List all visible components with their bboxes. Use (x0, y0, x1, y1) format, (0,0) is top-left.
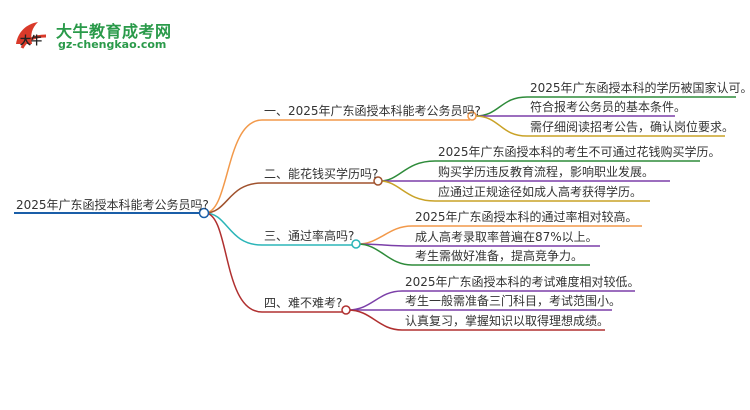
branch2-leaf3: 应通过正规途径如成人高考获得学历。 (438, 185, 643, 199)
branch2-leaf2: 购买学历违反教育流程，影响职业发展。 (438, 165, 655, 179)
root-topic: 2025年广东函授本科能考公务员吗? (16, 198, 209, 212)
connector-root-branch4 (204, 212, 342, 313)
branch4-label: 四、难不难考? (264, 296, 343, 310)
branch3-label: 三、通过率高吗? (264, 229, 355, 243)
connector-b1-leaf3 (474, 115, 725, 137)
node-root (198, 207, 210, 219)
brand-name: 大牛教育成考网 (56, 22, 172, 41)
connector-root-branch3 (204, 212, 352, 246)
branch2-label: 二、能花钱买学历吗? (264, 167, 379, 181)
connector-b2-leaf3 (379, 180, 650, 202)
branch4-leaf2: 考生一般需准备三门科目，考试范围小。 (405, 294, 622, 308)
node-branch4 (341, 305, 351, 315)
connector-root-branch1 (204, 119, 470, 214)
branch4-leaf1: 2025年广东函授本科的考试难度相对较低。 (405, 275, 640, 289)
connector-root-branch2 (204, 182, 374, 214)
node-branch1 (467, 111, 477, 121)
branch2-leaf1: 2025年广东函授本科的考生不可通过花钱购买学历。 (438, 145, 721, 159)
branch1-label: 一、2025年广东函授本科能考公务员吗? (264, 104, 481, 118)
branch3-leaf3: 考生需做好准备，提高竞争力。 (415, 249, 584, 263)
branch3-leaf2: 成人高考录取率普遍在87%以上。 (415, 230, 598, 244)
connector-b4-leaf3 (347, 309, 605, 331)
node-branch3 (351, 239, 361, 249)
svg-text:大牛: 大牛 (20, 33, 42, 47)
branch4-leaf3: 认真复习，掌握知识以取得理想成绩。 (405, 314, 610, 328)
brand-url[interactable]: gz-chengkao.com (58, 38, 167, 51)
brand-logo-icon: 大牛 (16, 22, 47, 49)
connector-b3-leaf3 (357, 243, 590, 266)
node-branch2 (373, 176, 383, 186)
branch1-leaf1: 2025年广东函授本科的学历被国家认可。 (530, 81, 750, 95)
branch1-leaf2: 符合报考公务员的基本条件。 (530, 100, 687, 114)
branch3-leaf1: 2025年广东函授本科的通过率相对较高。 (415, 210, 638, 224)
branch1-leaf3: 需仔细阅读招考公告，确认岗位要求。 (530, 120, 735, 134)
